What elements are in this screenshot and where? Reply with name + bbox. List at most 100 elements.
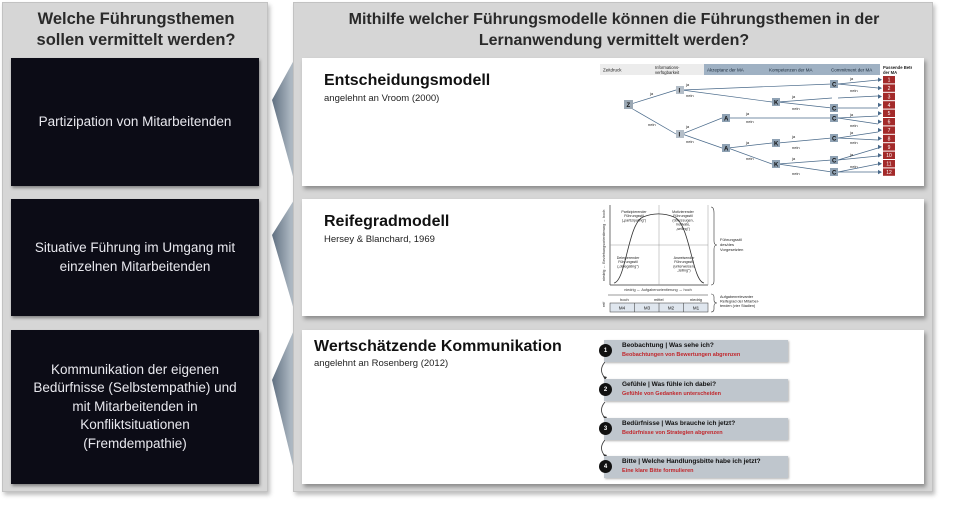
vroom-node-c2: C xyxy=(832,107,837,113)
model-card-entscheidungsmodell: Entscheidungsmodell angelehnt an Vroom (… xyxy=(302,58,924,186)
kom-step-desc: Gefühle von Gedanken unterscheiden xyxy=(622,391,722,397)
vroom-outcome-arrow xyxy=(878,119,882,124)
reife-maturity-l2: Reifegrad der Mitarbei- xyxy=(720,300,760,304)
vroom-outcome-arrow xyxy=(878,169,882,175)
vroom-outcome-label: 4 xyxy=(888,103,891,109)
vroom-outcome-box xyxy=(883,109,895,117)
vroom-outcome-box xyxy=(883,84,895,92)
vroom-label-no-9: nein xyxy=(850,88,858,93)
reife-style-l2: des/des xyxy=(720,242,734,247)
vroom-label-yes-5: ja xyxy=(745,140,750,145)
vroom-outcome-label: 11 xyxy=(886,162,891,168)
kom-step-number: 1 xyxy=(599,344,612,357)
kom-step-beduerfnisse: Bedürfnisse | Was brauche ich jetzt? Bed… xyxy=(604,418,788,440)
vroom-node-k2: K xyxy=(774,142,779,148)
reife-q-tr-l4: motivate, xyxy=(676,223,691,227)
vroom-label-no-11: nein xyxy=(850,140,858,145)
vroom-header-zeitdruck: Zeitdruck xyxy=(603,68,622,73)
reifegrad-chart: niedrig ← Beziehungsorientierung → hoch … xyxy=(602,205,760,313)
vroom-outcome-arrow xyxy=(878,94,882,99)
vroom-node-c3: C xyxy=(832,117,837,123)
model-card-wertschaetzende-kommunikation: Wertschätzende Kommunikation angelehnt a… xyxy=(302,330,924,484)
vroom-outcome-label: 2 xyxy=(888,86,891,92)
reife-style-l1: Führungsstil xyxy=(720,237,742,242)
vroom-outcome-label: 12 xyxy=(886,170,892,176)
vroom-outcome-arrow xyxy=(878,136,882,141)
kom-step-title: Bedürfnisse | Was brauche ich jetzt? xyxy=(622,420,736,427)
vroom-node-c4: C xyxy=(832,137,837,143)
vroom-outcome-label: 6 xyxy=(888,120,891,126)
vroom-outcome-arrow xyxy=(878,153,882,158)
vroom-node-k1: K xyxy=(774,101,779,107)
themes-panel: Welche Führungsthemen sollen vermittelt … xyxy=(2,2,268,492)
reife-q-tr-l3: (überzeugen, xyxy=(672,218,693,222)
reife-q-tl-l2: Führungsstil xyxy=(624,214,644,218)
vroom-outcome-box xyxy=(883,160,895,168)
model-name: Reifegradmodell xyxy=(324,213,450,230)
vroom-outcome-label: 1 xyxy=(888,78,891,84)
vroom-outcome-arrow xyxy=(878,144,882,150)
reife-maturity-l1: Aufgabenrelevanter xyxy=(720,295,754,299)
vroom-label-yes-10: ja xyxy=(849,112,854,117)
vroom-header-info-l1: Informations- xyxy=(655,65,680,70)
kom-step-desc: Eine klare Bitte formulieren xyxy=(622,468,694,474)
vroom-outcome-label: 7 xyxy=(888,128,891,134)
vroom-label-yes-11: ja xyxy=(849,130,854,135)
vroom-label-yes-1: ja xyxy=(649,91,654,96)
theme-box-kommunikation: Kommunikation der eigenen Bedürfnisse (S… xyxy=(11,330,259,484)
kom-step-beobachtung: Beobachtung | Was sehe ich? Beobachtunge… xyxy=(604,340,788,362)
vroom-outcome-label: 8 xyxy=(888,136,891,142)
kom-step-desc: Bedürfnisse von Strategien abgrenzen xyxy=(622,430,723,436)
kom-step-gefuehle: Gefühle | Was fühle ich dabei? Gefühle v… xyxy=(604,379,788,401)
vroom-label-no-4: nein xyxy=(746,119,754,124)
connector-shape-3 xyxy=(272,330,294,470)
vroom-outcome-box xyxy=(883,92,895,101)
vroom-outcome-arrow xyxy=(878,127,882,133)
model-subtitle: Hersey & Blanchard, 1969 xyxy=(324,234,435,245)
vroom-label-yes-3: ja xyxy=(685,124,690,129)
vroom-label-no-6: nein xyxy=(792,106,800,111)
reife-q-br-l3: (unterweisen, xyxy=(673,264,695,268)
kom-step-number: 3 xyxy=(599,422,612,435)
reife-stage-m4: M4 xyxy=(619,306,626,311)
kom-step-number: 4 xyxy=(599,460,612,473)
vroom-outcome-box xyxy=(883,101,895,109)
reife-q-tr-l2: Führungsstil xyxy=(673,214,693,218)
reife-q-tl-l3: („partizipating") xyxy=(622,218,646,222)
vroom-header-beteiligung: Passende Beteiligungder MA xyxy=(883,65,912,75)
vroom-node-a2: A xyxy=(724,147,729,153)
reife-y-axis-label: niedrig ← Beziehungsorientierung → hoch xyxy=(602,210,606,281)
vroom-outcome-box xyxy=(883,76,895,84)
reife-q-bl-l3: („delegating") xyxy=(617,264,638,268)
reife-q-br-l4: „telling") xyxy=(677,269,690,273)
vroom-label-no-3: nein xyxy=(686,139,694,144)
reife-x-axis-label: niedrig ← Aufgabenorientierung → hoch xyxy=(624,288,692,292)
models-panel: Mithilfe welcher Führungsmodelle können … xyxy=(293,2,933,492)
model-name: Wertschätzende Kommunikation xyxy=(314,338,562,355)
model-subtitle: angelehnt an Vroom (2000) xyxy=(324,93,440,104)
connector-shape-2 xyxy=(272,200,294,310)
vroom-outcome-box xyxy=(883,134,895,143)
reife-stage-m1: M1 xyxy=(693,306,700,311)
reife-stage-m3: M3 xyxy=(644,306,651,311)
vroom-outcome-box xyxy=(883,168,895,176)
vroom-node-a1: A xyxy=(724,117,729,123)
reife-q-tr-l5: „selling") xyxy=(676,227,690,231)
vroom-label-no-5: nein xyxy=(746,156,754,161)
vroom-node-i2: I xyxy=(679,133,681,139)
vroom-outcome-box xyxy=(883,118,895,126)
theme-box-situative-fuehrung: Situative Führung im Umgang mit einzelne… xyxy=(11,199,259,316)
vroom-outcome-arrow xyxy=(878,161,882,166)
kom-step-bitte: Bitte | Welche Handlungsbitte habe ich j… xyxy=(604,456,788,478)
vroom-header-kompetenz: Kompetenzen der MA xyxy=(769,68,813,73)
model-subtitle: angelehnt an Rosenberg (2012) xyxy=(314,358,449,369)
reife-level-niedrig: niedrig xyxy=(690,297,702,302)
reife-maturity-l3: tenden (vier Stadien) xyxy=(720,304,756,308)
vroom-outcome-arrow xyxy=(878,111,882,116)
vroom-label-no-8: nein xyxy=(792,171,800,176)
models-panel-title: Mithilfe welcher Führungsmodelle können … xyxy=(348,11,880,49)
